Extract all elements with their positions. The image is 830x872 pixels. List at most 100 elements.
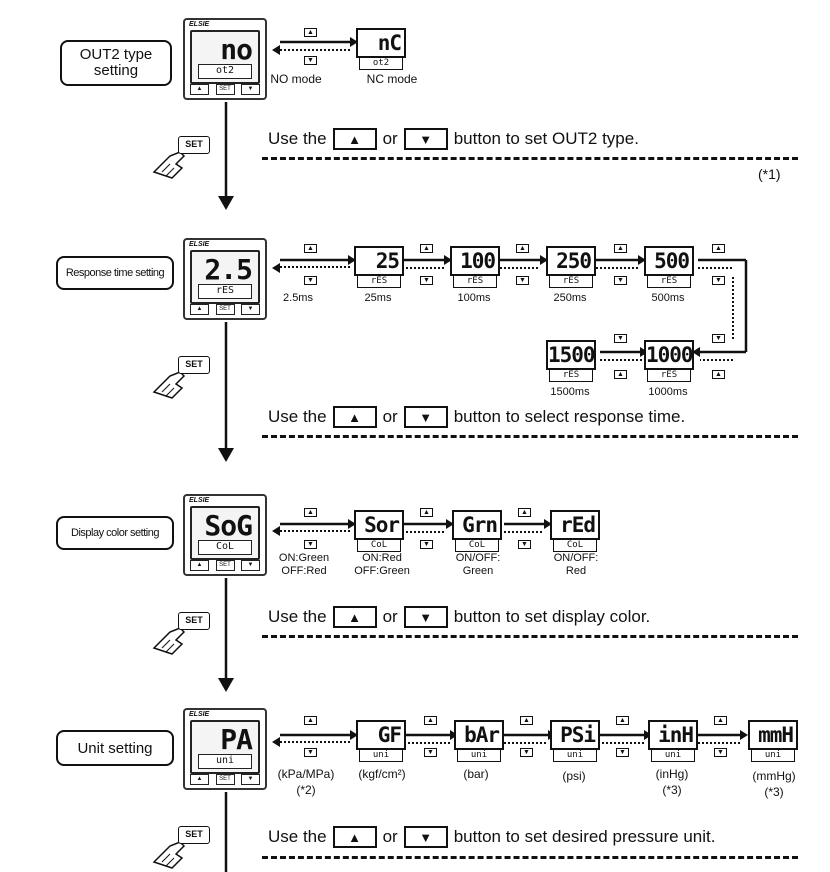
up-button-icon: ▲ bbox=[712, 244, 725, 253]
up-button-icon: ▲ bbox=[304, 716, 317, 725]
down-button-icon: ▼ bbox=[403, 128, 448, 150]
brand-logo: ELSIE bbox=[189, 711, 210, 718]
option-main-readout: Sor bbox=[354, 510, 404, 540]
brand-logo: ELSIE bbox=[189, 497, 210, 504]
display-option-1500: 1500 rES bbox=[546, 340, 596, 384]
set-key[interactable]: SET bbox=[215, 774, 235, 785]
option-main-readout: 1000 bbox=[644, 340, 694, 370]
display-option-1000: 1000 rES bbox=[644, 340, 694, 384]
device-sub-readout: ot2 bbox=[198, 64, 252, 79]
option-sub-readout: uni bbox=[359, 750, 403, 762]
instruction-prefix: Use the bbox=[268, 129, 327, 148]
out2-type-setting-label: OUT2 type setting bbox=[60, 40, 172, 86]
device-display-color: ELSIE SoG CoL ▲ SET ▼ bbox=[183, 494, 267, 576]
set-key[interactable]: SET bbox=[215, 304, 235, 315]
down-key[interactable]: ▼ bbox=[241, 84, 260, 95]
option-main-readout: 1500 bbox=[546, 340, 596, 370]
down-button-icon: ▼ bbox=[520, 748, 533, 757]
device-sub-readout: CoL bbox=[198, 540, 252, 555]
up-button-icon: ▲ bbox=[518, 508, 531, 517]
set-key[interactable]: SET bbox=[215, 560, 235, 571]
divider-dashed bbox=[262, 856, 798, 859]
option-sub-readout: rES bbox=[549, 276, 593, 288]
down-button-icon: ▼ bbox=[304, 276, 317, 285]
device-buttons: ▲ SET ▼ bbox=[190, 560, 260, 571]
instruction-text: button to set OUT2 type. bbox=[453, 129, 639, 148]
down-key[interactable]: ▼ bbox=[241, 774, 260, 785]
option-main-readout: rEd bbox=[550, 510, 600, 540]
divider-dashed bbox=[262, 157, 798, 160]
caption-color-1: ON:Green OFF:Red bbox=[279, 552, 329, 578]
set-key-badge: SET bbox=[178, 356, 210, 374]
caption-line: ON/OFF: bbox=[553, 552, 599, 564]
down-button-icon: ▼ bbox=[614, 276, 627, 285]
device-screen: 2.5 rES bbox=[190, 250, 260, 304]
up-button-icon: ▲ bbox=[714, 716, 727, 725]
pointing-hand-icon bbox=[152, 151, 186, 179]
device-response-time: ELSIE 2.5 rES ▲ SET ▼ bbox=[183, 238, 267, 320]
option-main-readout: nC bbox=[356, 28, 406, 58]
down-button-icon: ▼ bbox=[518, 540, 531, 549]
down-button-icon: ▼ bbox=[403, 606, 448, 628]
down-button-icon: ▼ bbox=[304, 540, 317, 549]
down-button-icon: ▼ bbox=[616, 748, 629, 757]
up-key[interactable]: ▲ bbox=[190, 304, 209, 315]
device-buttons: ▲ SET ▼ bbox=[190, 774, 260, 785]
caption-100ms: 100ms bbox=[457, 292, 491, 304]
caption-unit-bar: (bar) bbox=[463, 766, 488, 782]
pointing-hand-icon bbox=[152, 627, 186, 655]
down-key[interactable]: ▼ bbox=[241, 560, 260, 571]
caption-25ms: 25ms bbox=[364, 292, 392, 304]
caption-color-2: ON:Red OFF:Green bbox=[354, 552, 410, 578]
down-button-icon: ▼ bbox=[304, 748, 317, 757]
display-option-250: 250 rES bbox=[546, 246, 596, 290]
caption-no-mode: NO mode bbox=[270, 72, 322, 86]
down-button-icon: ▼ bbox=[420, 540, 433, 549]
down-button-icon: ▼ bbox=[712, 334, 725, 343]
caption-color-4: ON/OFF: Red bbox=[554, 552, 599, 578]
down-key[interactable]: ▼ bbox=[241, 304, 260, 315]
caption-2-5ms: 2.5ms bbox=[283, 292, 313, 304]
display-color-setting-label: Display color setting bbox=[56, 516, 174, 550]
label-text: OUT2 type setting bbox=[79, 46, 153, 79]
instruction-or: or bbox=[382, 827, 398, 846]
caption-line: ON:Red bbox=[362, 552, 402, 564]
brand-logo: ELSIE bbox=[189, 241, 210, 248]
caption-line: (psi) bbox=[562, 769, 586, 783]
brand-logo: ELSIE bbox=[189, 21, 210, 28]
caption-line: OFF:Red bbox=[281, 565, 327, 577]
option-main-readout: inH bbox=[648, 720, 698, 750]
option-sub-readout: rES bbox=[357, 276, 401, 288]
unit-setting-label: Unit setting bbox=[56, 730, 174, 766]
up-button-icon: ▲ bbox=[614, 370, 627, 379]
caption-line: Green bbox=[462, 565, 494, 577]
up-key[interactable]: ▲ bbox=[190, 84, 209, 95]
set-key[interactable]: SET bbox=[215, 84, 235, 95]
device-out2: ELSIE no ot2 ▲ SET ▼ bbox=[183, 18, 267, 100]
down-button-icon: ▼ bbox=[304, 56, 317, 65]
display-option-grn: Grn CoL bbox=[452, 510, 502, 554]
caption-250ms: 250ms bbox=[553, 292, 587, 304]
option-sub-readout: rES bbox=[549, 370, 593, 382]
set-key-badge: SET bbox=[178, 826, 210, 844]
device-main-readout: no bbox=[220, 33, 253, 66]
option-main-readout: 500 bbox=[644, 246, 694, 276]
caption-line: OFF:Green bbox=[354, 565, 410, 577]
caption-unit-kgf: (kgf/cm²) bbox=[358, 766, 405, 782]
option-main-readout: mmH bbox=[748, 720, 798, 750]
display-option-mmh: mmH uni bbox=[748, 720, 798, 764]
device-screen: no ot2 bbox=[190, 30, 260, 84]
caption-unit-inhg: (inHg) (*3) bbox=[656, 766, 689, 798]
up-button-icon: ▲ bbox=[520, 716, 533, 725]
up-key[interactable]: ▲ bbox=[190, 774, 209, 785]
option-sub-readout: CoL bbox=[357, 540, 401, 552]
caption-line: (mmHg) bbox=[752, 769, 796, 783]
up-button-icon: ▲ bbox=[332, 406, 377, 428]
instruction-out2: Use the ▲ or ▼ button to set OUT2 type. bbox=[268, 128, 639, 150]
pointing-hand-icon bbox=[152, 841, 186, 869]
display-option-25: 25 rES bbox=[354, 246, 404, 290]
up-key[interactable]: ▲ bbox=[190, 560, 209, 571]
option-main-readout: 25 bbox=[354, 246, 404, 276]
caption-line: ON/OFF: bbox=[455, 552, 501, 564]
